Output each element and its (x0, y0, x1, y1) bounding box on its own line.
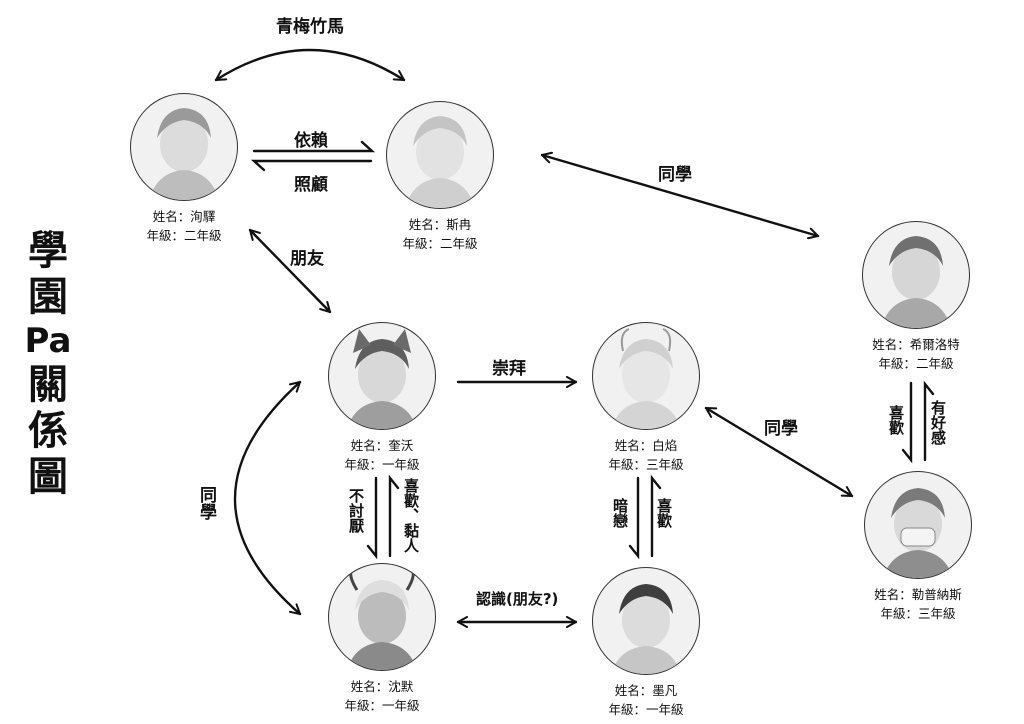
label-depend: 依賴 (294, 131, 328, 151)
character-portrait (592, 567, 700, 675)
character-node-xierluote: 姓名：希爾洛特 年級：二年級 (860, 221, 972, 373)
label-like-left: 喜歡 (887, 405, 905, 435)
character-portrait (328, 322, 436, 430)
label-worship: 崇拜 (492, 359, 526, 379)
label-care: 照顧 (294, 175, 328, 195)
arrow-friends (248, 228, 332, 314)
diagram-title: 學 園 Pa 關 係 圖 (22, 228, 74, 500)
character-portrait (592, 322, 700, 430)
arrow-childhood-friends (214, 48, 406, 82)
label-crush: 暗戀 (611, 498, 629, 528)
character-node-shenmo: 姓名：沈默 年級：一年級 (326, 563, 438, 715)
character-node-baiyan: 姓名：白焰 年級：三年級 (590, 322, 702, 474)
arrow-crush (628, 476, 640, 560)
character-node-xunyi: 姓名：洵驛 年級：二年級 (128, 93, 240, 245)
character-name: 姓名：希爾洛特 (872, 337, 960, 352)
character-name: 姓名：沈默 (350, 679, 414, 694)
label-like-right: 喜歡 (655, 498, 673, 528)
character-portrait (386, 101, 494, 209)
label-friends: 朋友 (290, 249, 324, 269)
label-acquainted: 認識(朋友?) (476, 590, 559, 608)
character-name: 姓名：斯冉 (408, 217, 472, 232)
label-classmates-mid: 同學 (764, 419, 798, 439)
character-portrait (864, 471, 972, 579)
character-node-kuiwo: 姓名：奎沃 年級：一年級 (326, 322, 438, 474)
title-char: 係 (28, 408, 68, 454)
character-portrait (130, 93, 238, 201)
arrow-care (250, 159, 373, 172)
arrow-favorable (923, 380, 935, 462)
character-name: 姓名：白焰 (614, 438, 678, 453)
character-grade: 年級：一年級 (344, 457, 420, 472)
character-grade: 年級：一年級 (608, 702, 684, 717)
label-classmates-top: 同學 (658, 165, 692, 185)
character-name: 姓名：奎沃 (350, 438, 414, 453)
character-portrait (862, 221, 970, 329)
label-childhood-friends: 青梅竹馬 (276, 17, 344, 37)
arrow-classmates-left (233, 380, 302, 616)
character-grade: 年級：二年級 (402, 236, 478, 251)
character-grade: 年級：三年級 (880, 606, 956, 621)
title-char: 園 (28, 274, 68, 320)
label-classmates-left: 同學 (196, 486, 216, 520)
character-name: 姓名：墨凡 (614, 683, 678, 698)
character-grade: 年級：三年級 (608, 457, 684, 472)
title-char: Pa (24, 321, 72, 361)
label-not-dislike: 不討厭 (347, 488, 365, 533)
arrow-classmates-mid (704, 406, 854, 498)
label-favorable: 有好感 (929, 400, 947, 445)
title-char: 圖 (28, 454, 68, 500)
arrow-classmates-top (540, 151, 820, 240)
character-node-siran: 姓名：斯冉 年級：二年級 (384, 101, 496, 253)
arrow-not-dislike (366, 476, 378, 560)
character-grade: 年級：一年級 (344, 698, 420, 713)
character-node-mofan: 姓名：墨凡 年級：一年級 (590, 567, 702, 719)
character-name: 姓名：洵驛 (152, 209, 216, 224)
arrow-like-left (901, 381, 913, 464)
arrow-like-right (650, 474, 662, 558)
character-grade: 年級：二年級 (878, 356, 954, 371)
character-grade: 年級：二年級 (146, 228, 222, 243)
label-like-clingy: 喜歡、黏人 (402, 478, 420, 553)
character-node-lepunasi: 姓名：勒普納斯 年級：三年級 (862, 471, 974, 623)
character-portrait (328, 563, 436, 671)
arrow-like-clingy (388, 474, 400, 558)
arrow-depend (252, 140, 376, 153)
character-name: 姓名：勒普納斯 (874, 587, 962, 602)
title-char: 關 (28, 362, 68, 408)
title-char: 學 (28, 228, 68, 274)
